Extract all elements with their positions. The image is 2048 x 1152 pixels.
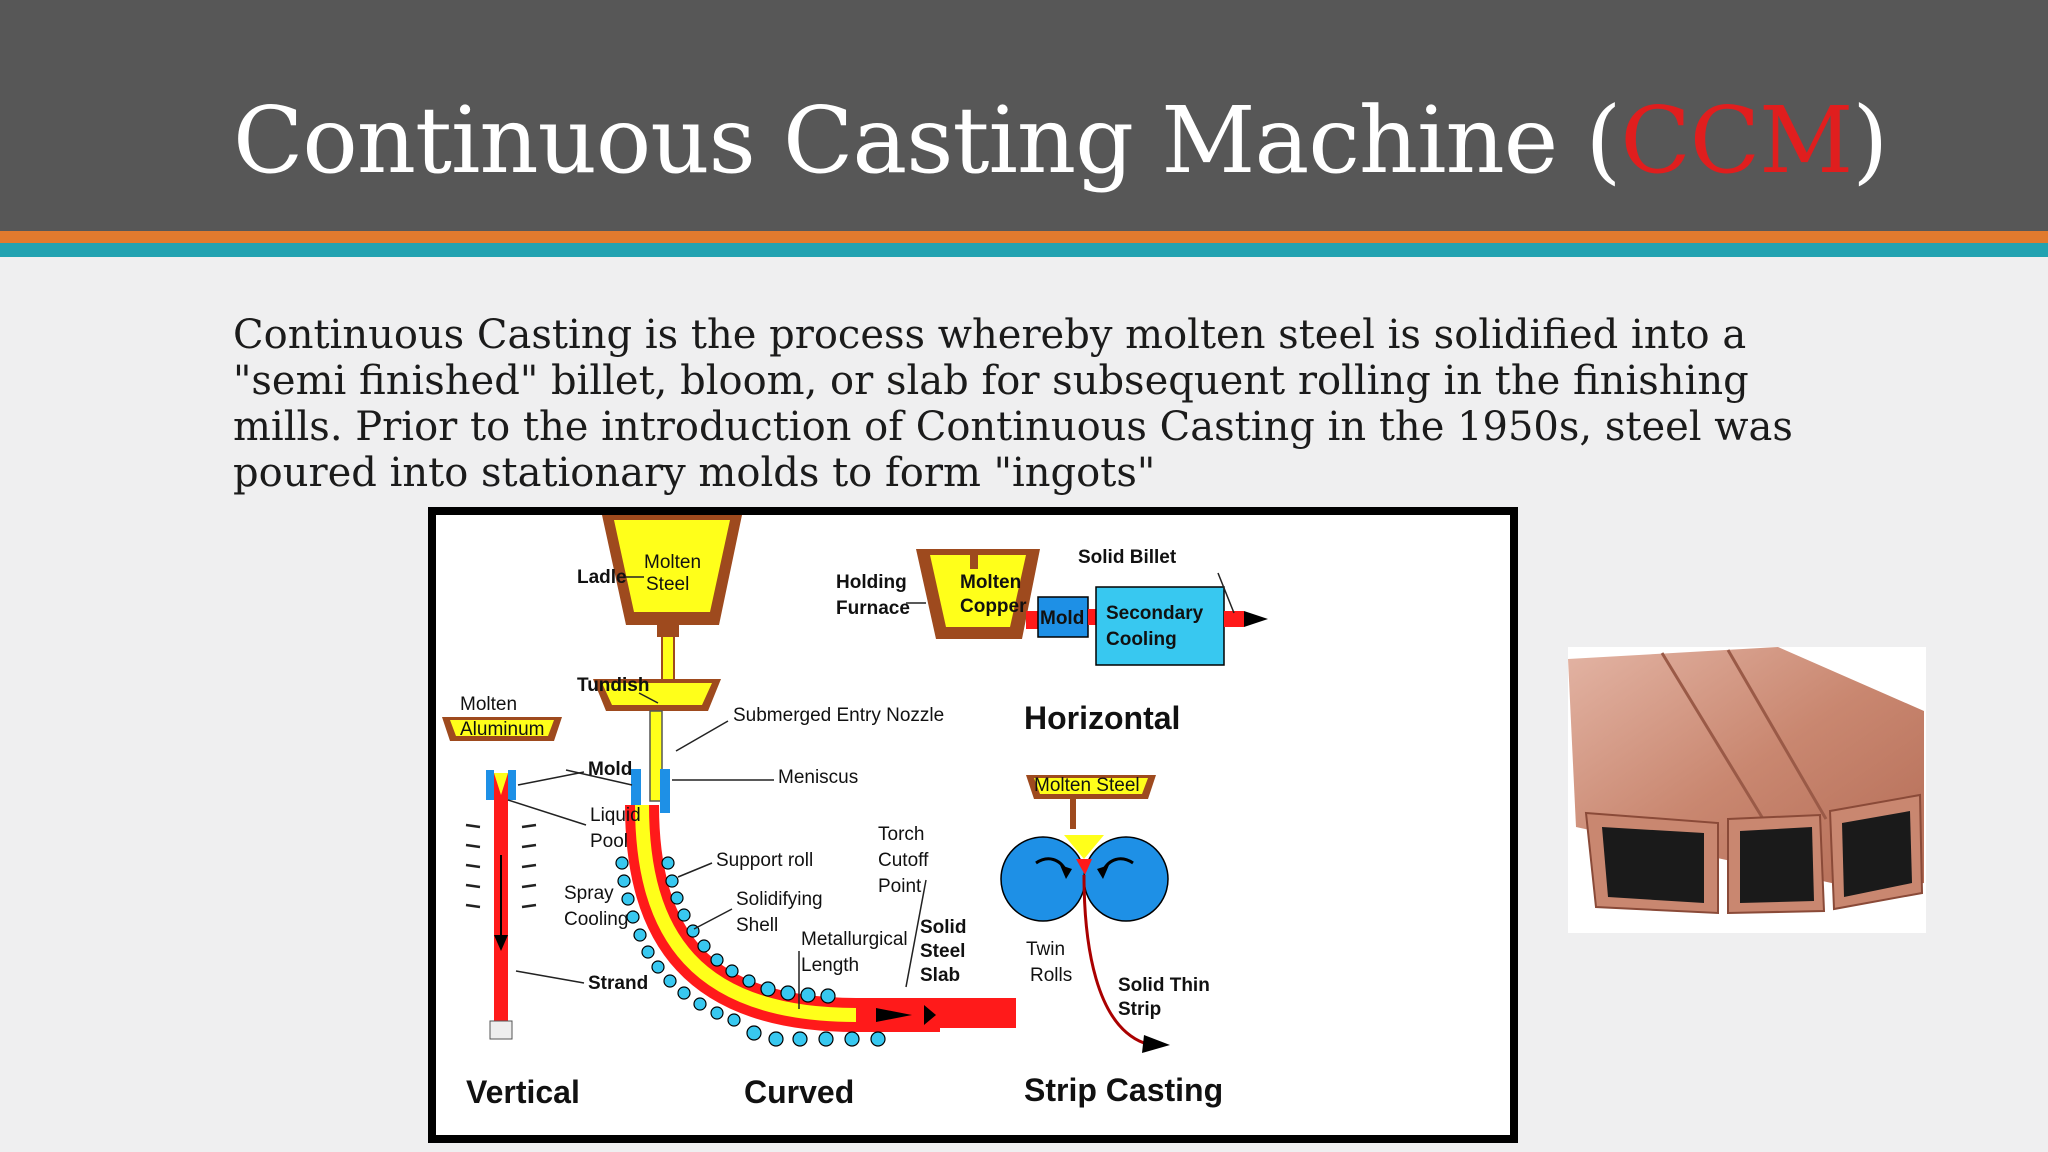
torch-label-3: Point	[878, 876, 922, 897]
mold-label: Mold	[588, 759, 632, 780]
title-bar	[0, 0, 2048, 231]
molten-copper-label-1: Molten	[960, 572, 1021, 593]
spray-marks	[465, 823, 537, 909]
solid-slab-label-1: Solid	[920, 917, 966, 938]
curved-strand	[625, 804, 1016, 1032]
ccm-diagram-svg: Molten Steel Ladle Tundish Submerged Ent…	[442, 515, 1268, 1110]
horizontal-caster	[916, 549, 1268, 666]
molten-aluminum-label-2: Aluminum	[460, 719, 544, 740]
solid-thin-strip-label-2: Strip	[1118, 999, 1161, 1020]
ccm-diagram-canvas: Molten Steel Ladle Tundish Submerged Ent…	[436, 515, 1510, 1135]
secondary-cooling-label-1: Secondary	[1106, 603, 1204, 624]
spray-cooling-label-1: Spray	[564, 883, 614, 904]
horizontal-label: Horizontal	[1024, 700, 1180, 736]
strip-caster	[1000, 775, 1170, 1053]
twin-rolls-label-2: Rolls	[1030, 965, 1072, 986]
solidifying-label-2: Shell	[736, 915, 778, 936]
ladle-molten-steel-label-2: Steel	[646, 574, 689, 595]
ladle	[602, 515, 742, 637]
copper-mold-tubes-photo	[1568, 647, 1926, 933]
ccm-diagram: Molten Steel Ladle Tundish Submerged Ent…	[428, 507, 1518, 1143]
title-accent: CCM	[1620, 87, 1853, 194]
holding-furnace-label-2: Furnace	[836, 598, 910, 619]
solid-slab-label-3: Slab	[920, 965, 960, 986]
accent-stripe-teal	[0, 243, 2048, 257]
accent-stripe-orange	[0, 231, 2048, 243]
molten-aluminum-label-1: Molten	[460, 694, 517, 715]
solidifying-label-1: Solidifying	[736, 889, 823, 910]
liquid-pool-label-1: Liquid	[590, 805, 641, 826]
vertical-caster	[442, 717, 562, 1040]
title-main: Continuous Casting Machine (	[233, 87, 1621, 194]
metallurgical-label-1: Metallurgical	[801, 929, 908, 950]
meniscus-label: Meniscus	[778, 767, 858, 788]
solid-slab-label-2: Steel	[920, 941, 965, 962]
strip-casting-label: Strip Casting	[1024, 1072, 1223, 1108]
solid-billet-label: Solid Billet	[1078, 547, 1177, 568]
vertical-label: Vertical	[466, 1074, 580, 1110]
ladle-label: Ladle	[577, 567, 627, 588]
liquid-pool-label-2: Pool	[590, 831, 628, 852]
copper-tubes-icon	[1568, 647, 1924, 915]
mold-horizontal-label: Mold	[1040, 608, 1084, 629]
solid-thin-strip-label-1: Solid Thin	[1118, 975, 1210, 996]
twin-rolls-label-1: Twin	[1026, 939, 1065, 960]
torch-label-2: Cutoff	[878, 850, 929, 871]
torch-label-1: Torch	[878, 824, 924, 845]
ladle-molten-steel-label-1: Molten	[644, 552, 701, 573]
holding-furnace-label-1: Holding	[836, 572, 907, 593]
support-roll-label: Support roll	[716, 850, 813, 871]
slide-title: Continuous Casting Machine (CCM)	[233, 95, 1888, 187]
metallurgical-label-2: Length	[801, 955, 859, 976]
tundish-label: Tundish	[577, 675, 649, 696]
sen-label: Submerged Entry Nozzle	[733, 705, 944, 726]
title-close: )	[1852, 87, 1888, 194]
strip-molten-steel-label: Molten Steel	[1034, 775, 1140, 796]
molten-copper-label-2: Copper	[960, 596, 1027, 617]
support-rolls	[615, 856, 886, 1047]
slide-body-text: Continuous Casting is the process whereb…	[233, 312, 1793, 496]
secondary-cooling-label-2: Cooling	[1106, 629, 1177, 650]
spray-cooling-label-2: Cooling	[564, 909, 628, 930]
curved-label: Curved	[744, 1074, 854, 1110]
tundish	[593, 679, 721, 711]
strand-label: Strand	[588, 973, 648, 994]
